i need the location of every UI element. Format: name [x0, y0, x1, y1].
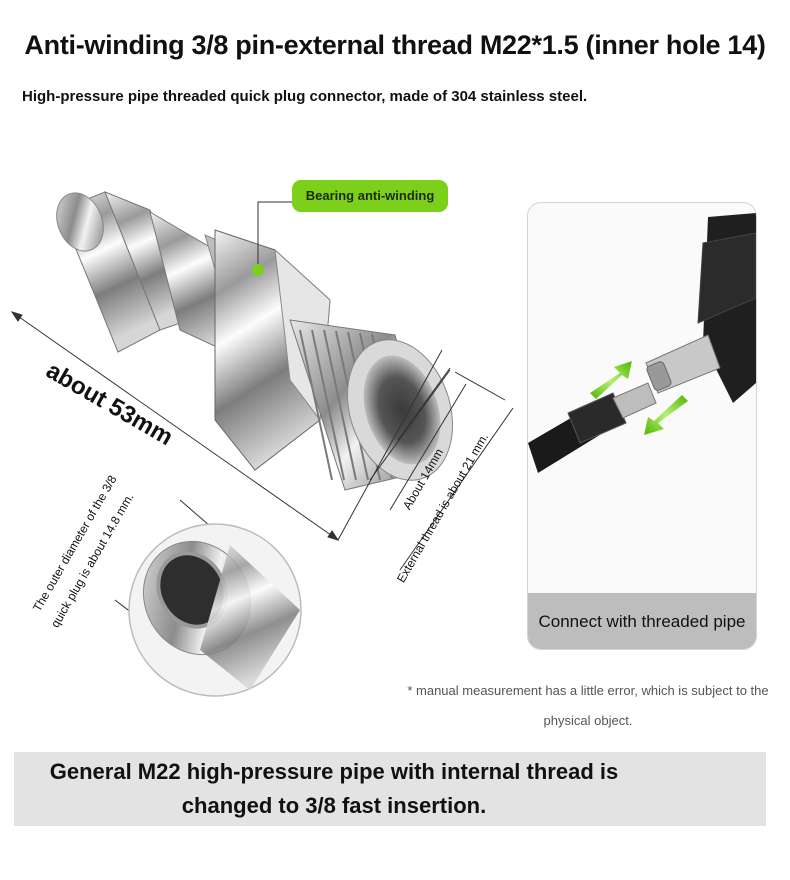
bottom-banner-text: General M22 high-pressure pipe with inte…: [49, 759, 619, 818]
page-subtitle: High-pressure pipe threaded quick plug c…: [22, 88, 588, 105]
pull-arrow-icon: [644, 395, 688, 435]
insert-arrow-icon: [590, 361, 632, 399]
bottom-banner: [14, 752, 766, 826]
bearing-badge: Bearing anti-winding: [292, 180, 448, 212]
bearing-callout-line: [257, 201, 292, 268]
page-title: Anti-winding 3/8 pin-external thread M22…: [24, 30, 766, 60]
bearing-callout-dot: [252, 264, 264, 276]
plug-end-zoom: [128, 523, 302, 697]
usage-panel: Connect with threaded pipe: [527, 202, 757, 650]
measurement-note: * manual measurement has a little error,…: [407, 683, 769, 728]
panel-caption: Connect with threaded pipe: [528, 593, 756, 649]
usage-illustration: [528, 213, 756, 473]
external-thread: [289, 319, 454, 491]
